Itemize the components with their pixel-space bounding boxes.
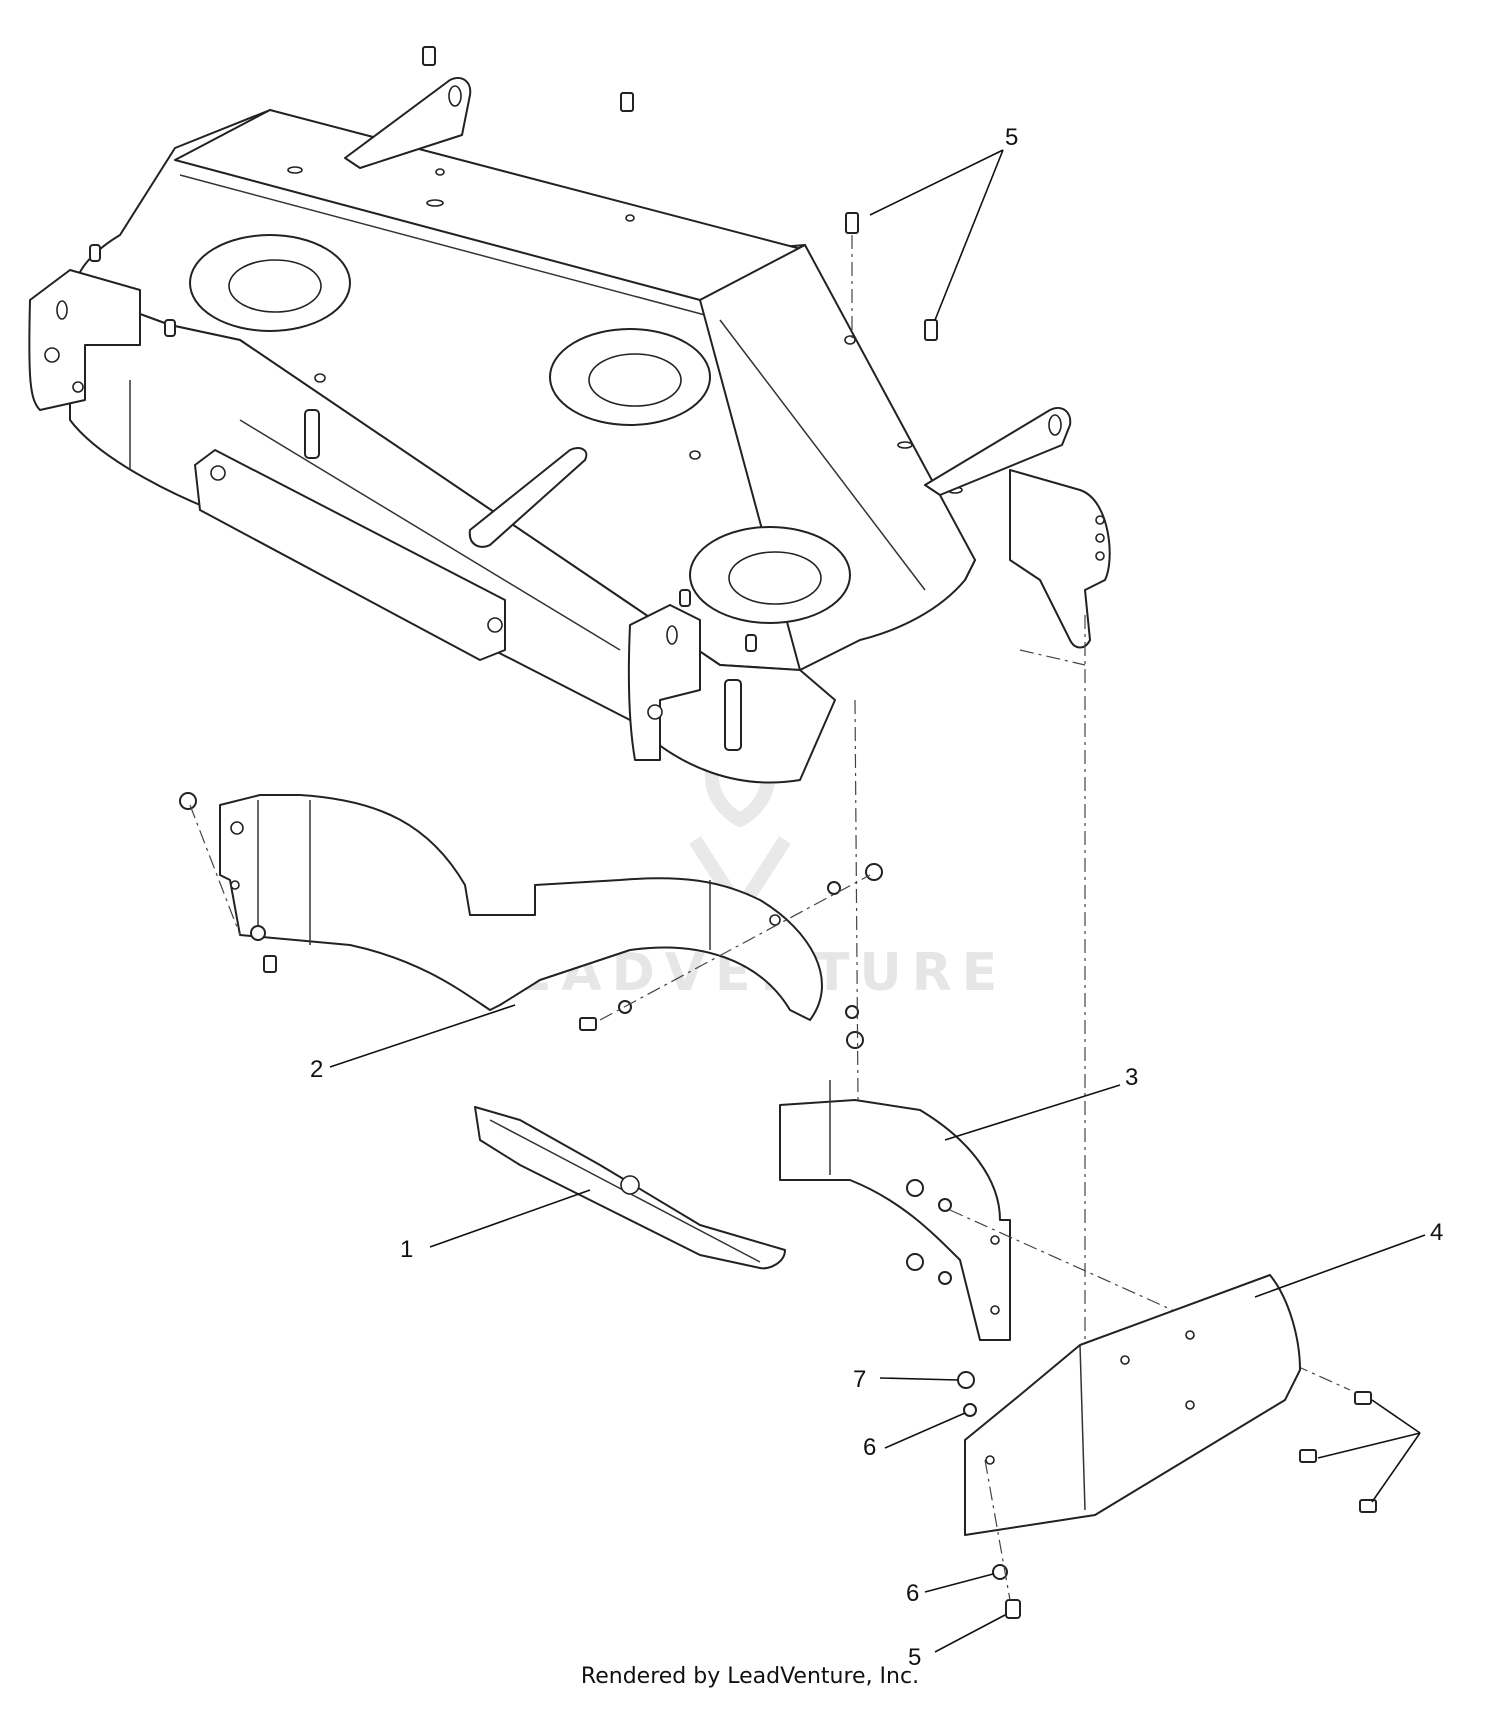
bolt-icon <box>422 46 436 66</box>
deck-right-section <box>699 244 976 671</box>
washer-icon <box>250 925 266 941</box>
part-2-baffle <box>219 794 823 1021</box>
washer-icon <box>938 1271 952 1285</box>
bolt-icon <box>845 212 859 234</box>
deck-baffle-plate <box>468 447 588 548</box>
spindle-right <box>689 526 851 624</box>
right-rear-hitch <box>1009 469 1111 649</box>
callout-6-lower: 6 <box>906 1580 919 1607</box>
callout-3: 3 <box>1125 1064 1138 1091</box>
bolt-icon <box>579 1017 597 1031</box>
deck-side-rail <box>194 449 506 661</box>
callout-4: 4 <box>1430 1219 1443 1246</box>
callout-2: 2 <box>310 1056 323 1083</box>
nut-icon <box>865 863 883 881</box>
washer-icon <box>992 1564 1008 1580</box>
bolt-icon <box>1354 1391 1372 1405</box>
nut-icon <box>179 792 197 810</box>
spindle-center <box>549 328 711 426</box>
front-center-bracket <box>627 604 701 761</box>
part-1-blade <box>474 1106 786 1270</box>
part-2-hardware <box>179 792 883 1049</box>
deck-holes <box>287 166 963 494</box>
washer-icon <box>845 1005 859 1019</box>
nut-icon <box>846 1031 864 1049</box>
bolt-icon <box>1005 1599 1021 1619</box>
callout-1: 1 <box>400 1236 413 1263</box>
bolt-icon <box>924 319 938 341</box>
callout-6-upper: 6 <box>863 1434 876 1461</box>
washer-icon <box>938 1198 952 1212</box>
callout-5-top: 5 <box>1005 124 1018 151</box>
callout-leaders <box>329 149 1426 1653</box>
bolt-icon <box>1299 1449 1317 1463</box>
spindle-left <box>189 234 351 332</box>
washer-icon <box>963 1403 977 1417</box>
washer-icon <box>827 881 841 895</box>
rear-lift-arm-right <box>924 406 1072 496</box>
callout-labels: 5 2 1 3 4 7 6 6 5 <box>310 124 1443 1671</box>
bolt-icon <box>263 955 277 973</box>
part-4-deflector <box>964 1274 1301 1536</box>
nut-icon <box>906 1253 924 1271</box>
part-4-hardware <box>957 1371 1377 1619</box>
top-bolts <box>422 46 938 341</box>
part-3-side-baffle <box>779 1080 1011 1341</box>
callout-5-bottom: 5 <box>908 1644 921 1671</box>
mower-deck <box>28 76 1111 784</box>
footer-credit: Rendered by LeadVenture, Inc. <box>580 1664 920 1689</box>
bolt-icon <box>620 92 634 112</box>
callout-7: 7 <box>853 1366 866 1393</box>
nut-icon <box>957 1371 975 1389</box>
rear-lift-arm-left <box>344 76 472 169</box>
bolt-icon <box>1359 1499 1377 1513</box>
nut-icon <box>906 1179 924 1197</box>
